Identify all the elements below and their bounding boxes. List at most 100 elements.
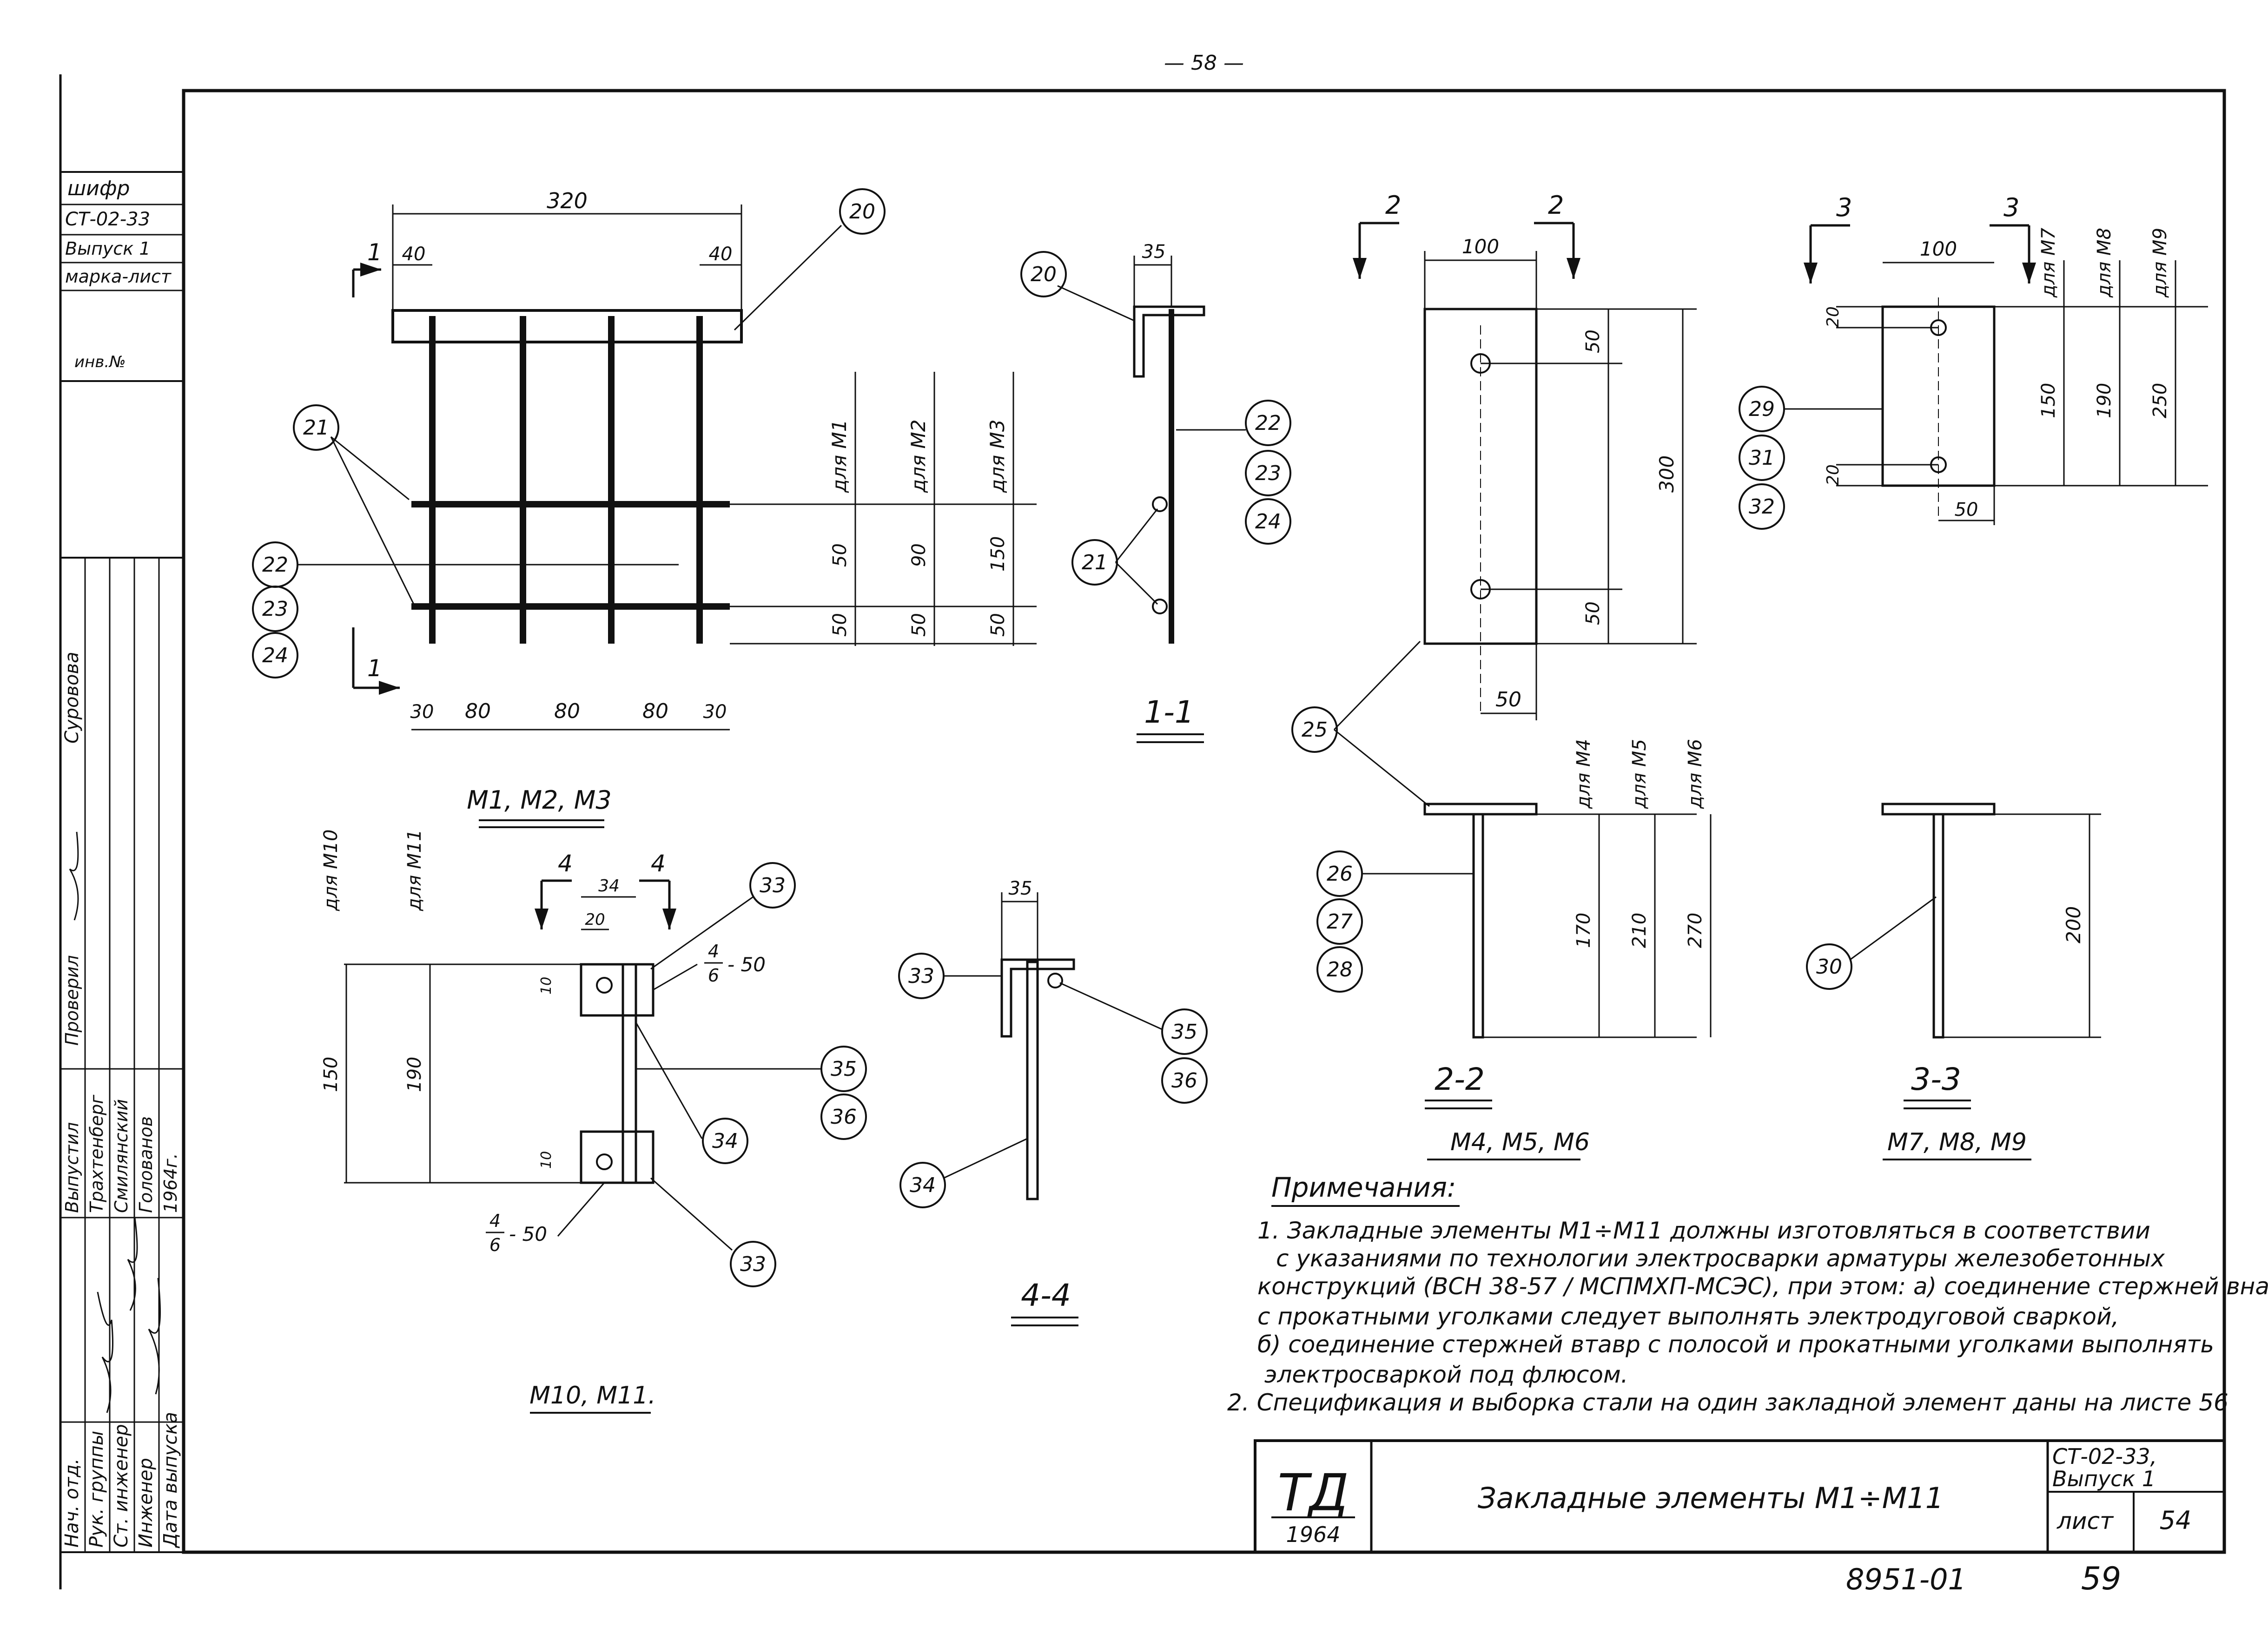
weld-bot-den: 6 [489,1235,501,1255]
page-number: — 58 — [1164,51,1244,75]
weld-top-num: 4 [708,941,719,962]
angle-33-bottom [580,1130,655,1184]
notes-block: Примечания: 1. Закладные элементы М1÷М11… [1227,1172,2268,1416]
title-year: 1964 [1286,1522,1340,1547]
callout-35-s44: 35 [1171,1020,1197,1044]
caption-m1: М1, М2, М3 [467,785,612,815]
dim-35-s44: 35 [1009,878,1032,899]
for-m6: для М6 [1685,739,1706,809]
cut-4-right: 4 [651,850,666,877]
angle-33-section [1000,958,1075,1038]
name-trakhtenberg: Трахтенберг [86,1094,107,1213]
callout-36-s44: 36 [1171,1069,1197,1093]
dim-170: 170 [1573,913,1594,948]
callout-34: 34 [712,1129,738,1153]
callout-20 [839,188,886,235]
stamp-inv: инв.№ [74,353,126,371]
note-line-4: с прокатными уголками следует выполнять … [1257,1303,2119,1330]
callout-32: 32 [1749,495,1775,519]
dim-190-s33: 190 [2094,383,2115,418]
role-group-lead: Рук. группы [86,1431,107,1548]
plate-25-side [1423,803,1538,816]
callout-21-label: 21 [303,416,329,440]
callout-33-top: 33 [760,874,786,897]
dim-m1-50b: 50 [829,613,851,637]
bar-34-section [1026,961,1039,1200]
dim-150-m10: 150 [320,1057,342,1092]
callout-34-s44: 34 [910,1173,936,1197]
sub-m7-m9: М7, М8, М9 [1887,1128,2027,1156]
weld-bot-len: - 50 [509,1223,547,1245]
signature-4 [69,831,79,921]
callout-33-bottom: 33 [740,1252,766,1276]
dim-50-s33: 50 [1955,499,1978,520]
dim-320: 320 [547,188,588,213]
for-m10: для М10 [320,830,342,911]
dim-100-s33: 100 [1920,237,1957,260]
stamp-code: шифр [67,177,130,200]
dim-30-right: 30 [703,701,727,723]
plate-29-side [1881,803,1996,816]
cut-2-left: 2 [1385,191,1401,220]
cut-1-top: 1 [367,239,382,266]
callout-20-s11: 20 [1031,263,1057,286]
callout-29: 29 [1749,397,1775,421]
for-m9: для М9 [2149,228,2171,298]
for-m11: для М11 [404,830,425,911]
dim-20-m10: 20 [585,910,605,929]
callout-30: 30 [1816,955,1842,979]
dim-10-top: 10 [538,977,555,995]
angle-33-top [580,963,655,1017]
note-line-2: с указаниями по технологии электросварки… [1276,1245,2165,1272]
dim-50-s22-bot: 50 [1582,601,1604,625]
dim-250-s33: 250 [2149,383,2171,418]
angle-20-top [391,309,743,343]
tb-series: СТ-02-33, [2052,1444,2157,1469]
cut-1-bottom: 1 [367,655,382,682]
sheet-title: Закладные элементы М1÷М11 [1478,1481,1944,1515]
note-line-6: электросваркой под флюсом. [1264,1361,1628,1388]
dim-m3-150: 150 [987,536,1009,572]
footer-page: 59 [2081,1561,2122,1597]
name-checked: Проверил [62,955,82,1046]
weld-top-len: - 50 [727,953,766,976]
note-line-7: 2. Спецификация и выборка стали на один … [1227,1389,2228,1416]
name-date: 1964г. [160,1153,181,1213]
name-smilyansky: Смилянский [111,1099,132,1213]
dim-30-left: 30 [410,701,434,723]
archive-number: 8951-01 [1846,1562,1966,1596]
dim-10-bot: 10 [538,1151,555,1169]
section-3-3: 100 20 20 50 для М7 для М8 для М9 150 19… [1739,193,2208,1160]
dim-100-s22: 100 [1462,235,1499,258]
name-surovova: Суровова [61,652,83,744]
signature-2 [127,1217,138,1311]
callout-22-label: 22 [262,553,288,577]
note-line-3: конструкций (ВСН 38-57 / МСПМХП-МСЭС), п… [1257,1273,2268,1300]
signature-1 [97,1291,113,1413]
for-m7: для М7 [2038,227,2059,298]
tb-sheet-label: лист [2056,1508,2114,1535]
caption-2-2: 2-2 [1435,1061,1485,1097]
role-senior-engineer: Ст. инженер [111,1424,132,1548]
caption-3-3: 3-3 [1911,1061,1961,1097]
caption-1-1: 1-1 [1144,694,1194,730]
note-line-1: 1. Закладные элементы М1÷М11 должны изго… [1257,1217,2150,1244]
for-m8: для М8 [2094,228,2115,298]
callout-33-s44: 33 [908,964,934,988]
cut-3-left: 3 [1836,193,1852,222]
callout-23-label: 23 [262,597,288,621]
sub-m4-m6: М4, М5, М6 [1450,1128,1590,1156]
callout-24-label: 24 [262,644,288,667]
role-head-dept: Нач. отд. [61,1458,83,1548]
side-table: Нач. отд. Рук. группы Ст. инженер Инжене… [60,557,185,1553]
dim-m3-50: 50 [987,613,1009,637]
for-m3: для М3 [986,420,1009,493]
dim-40-right: 40 [709,244,733,265]
dim-m2-90: 90 [908,543,930,567]
dim-50-s22-x: 50 [1495,688,1521,712]
stamp-issue: Выпуск 1 [65,238,151,259]
section-2-2: 100 50 300 50 50 2 2 для М4 для М5 для М… [1291,191,1712,1160]
dim-20-s33-bot: 20 [1824,464,1843,486]
callout-27: 27 [1327,910,1353,934]
caption-m10: М10, М11. [529,1382,656,1410]
